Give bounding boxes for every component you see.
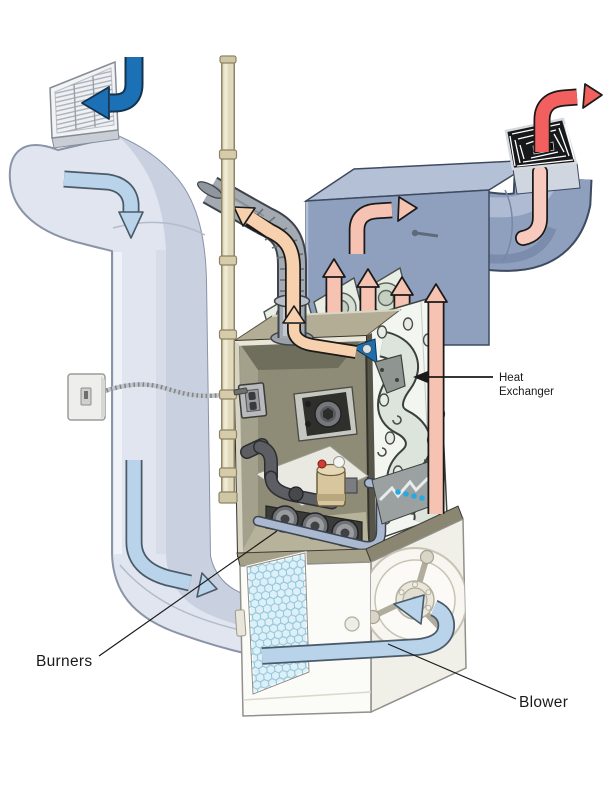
warm-air-out-arrow: [533, 83, 603, 152]
burners-leader-line: [98, 530, 278, 657]
gas-supply-pipe: [218, 55, 248, 504]
blower-leader-line: [387, 643, 517, 700]
burners-label: Burners: [36, 653, 92, 670]
warm-air-long-arrow: [424, 283, 448, 514]
flue-gas-arrow: [233, 206, 301, 318]
warm-air-plenum-arrow: [348, 196, 418, 254]
heat-exchanger-mount: [350, 338, 406, 394]
flame-icons: [395, 489, 425, 501]
cool-air-into-blower-arrow: [261, 594, 455, 665]
cool-air-down-arrow: [125, 460, 218, 598]
gas-pipe-internal: [240, 438, 339, 510]
supply-duct: [303, 83, 603, 346]
flue-vent-duct: [197, 176, 358, 359]
flue-gas-arrow-cabinet-top: [282, 305, 358, 359]
warm-air-duct-arrow: [515, 164, 548, 246]
heat-exchanger-pointer-arrowhead-icon: [413, 370, 429, 384]
limit-switch-sensor: [411, 229, 439, 238]
inducer-motor: [293, 386, 358, 442]
callout-burners: Burners: [36, 530, 278, 670]
cool-air-intake-arrow: [81, 57, 144, 120]
return-duct: [8, 135, 249, 655]
blower-label: Blower: [519, 694, 568, 711]
cool-air-elbow-arrow: [63, 170, 144, 239]
heat-exchanger-label-line1: Heat: [499, 372, 524, 384]
air-filter: [245, 551, 311, 697]
callout-heat-exchanger: Heat Exchanger: [413, 370, 554, 398]
thermostat: [67, 373, 106, 421]
thermostat-wire: [101, 382, 231, 399]
gas-valve: [316, 456, 358, 507]
callout-blower: Blower: [387, 643, 568, 711]
heat-exchanger-label-line2: Exchanger: [499, 386, 554, 398]
